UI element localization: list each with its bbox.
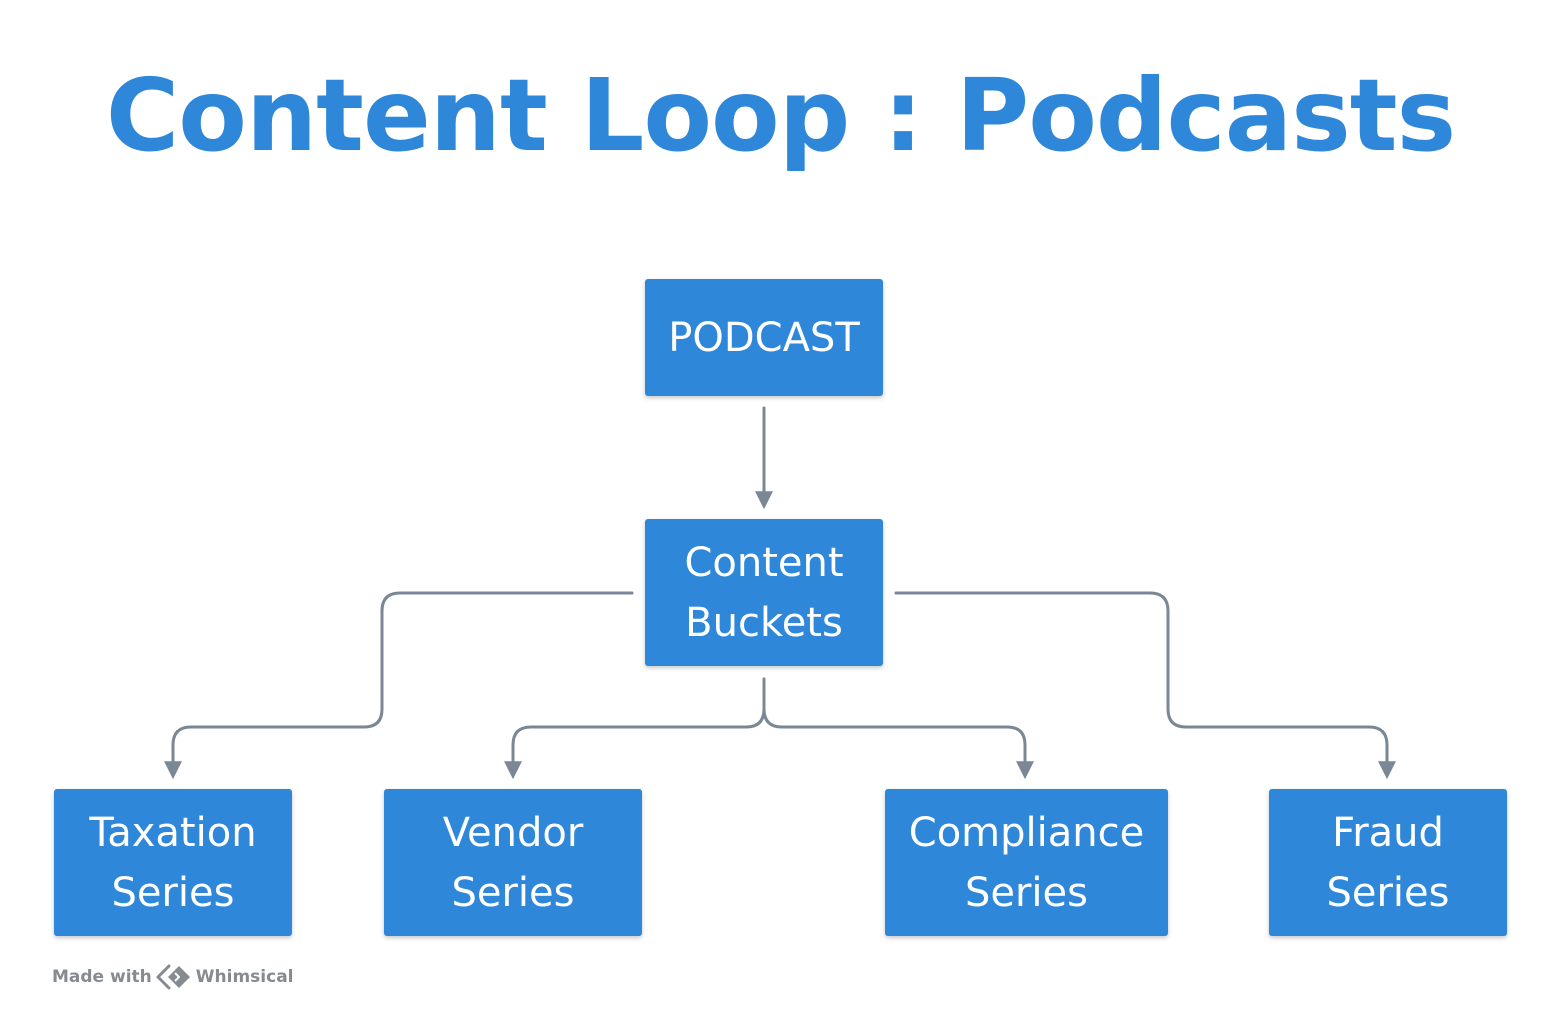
- node-vendor-series[interactable]: Vendor Series: [384, 789, 642, 936]
- node-compliance-series-label: Compliance Series: [908, 809, 1145, 916]
- node-taxation-series[interactable]: Taxation Series: [54, 789, 292, 936]
- node-content-buckets[interactable]: Content Buckets: [645, 519, 883, 666]
- node-content-buckets-label: Content Buckets: [684, 539, 844, 646]
- edge-content-buckets-to-compliance: [762, 677, 1034, 780]
- node-taxation-series-label: Taxation Series: [89, 809, 257, 916]
- footer-brand: Whimsical: [195, 967, 294, 987]
- edge-content-buckets-to-vendor: [504, 677, 766, 780]
- node-vendor-series-label: Vendor Series: [442, 809, 584, 916]
- node-fraud-series[interactable]: Fraud Series: [1269, 789, 1507, 936]
- node-compliance-series[interactable]: Compliance Series: [885, 789, 1168, 936]
- whimsical-logo-icon: [156, 964, 194, 990]
- diagram-title: Content Loop : Podcasts: [105, 57, 1456, 174]
- edge-content-buckets-to-taxation: [164, 591, 634, 780]
- edge-content-buckets-to-fraud: [894, 591, 1396, 780]
- node-podcast-label: PODCAST: [668, 314, 860, 361]
- node-podcast[interactable]: PODCAST: [645, 279, 883, 396]
- node-fraud-series-label: Fraud Series: [1326, 809, 1450, 916]
- footer-made-with: Made with: [52, 967, 152, 987]
- whimsical-footer[interactable]: Made with Whimsical: [52, 964, 294, 990]
